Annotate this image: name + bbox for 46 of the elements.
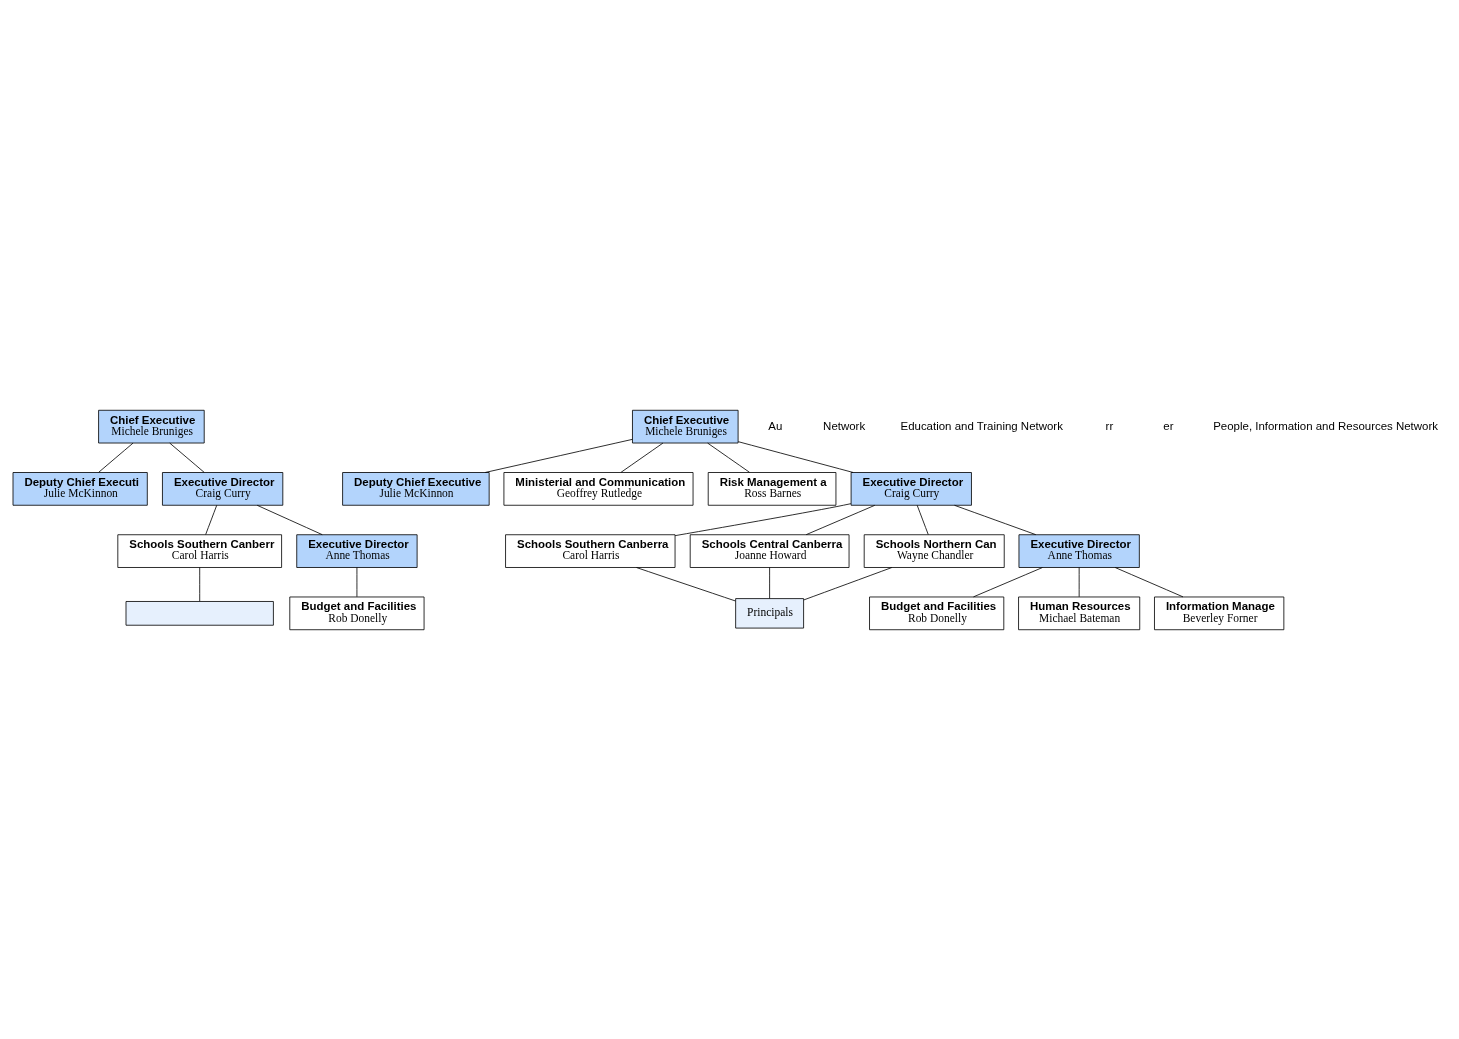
node-box: Executive Director Anne Thomas: [1018, 533, 1140, 568]
node-box: Budget and Facilities Rob Donelly: [289, 596, 425, 630]
connector: [169, 442, 205, 473]
node-box: Executive Director Craig Curry: [850, 471, 972, 506]
connector: [484, 438, 633, 473]
node-box: Schools Southern Canberra Carol Harris: [505, 533, 676, 568]
node-box: Human Resources Michael Bateman: [1018, 596, 1141, 630]
node-box: Schools Northern Can Wayne Chandler: [863, 533, 1005, 568]
connector: [707, 442, 750, 473]
node-box: Chief Executive Michele Bruniges: [98, 409, 205, 443]
node-box: Information Manage Beverley Forner: [1154, 596, 1285, 630]
connector: [256, 504, 323, 535]
connector: [805, 504, 876, 535]
label: er: [1163, 419, 1174, 432]
connector: [769, 566, 771, 599]
connector: [954, 504, 1037, 535]
label: Network: [823, 419, 866, 432]
connector: [737, 440, 854, 473]
connector: [973, 566, 1043, 597]
connector: [1114, 566, 1184, 597]
connector: [205, 504, 218, 535]
connector: [98, 442, 134, 473]
connector: [620, 442, 664, 473]
node-box: Executive Director Craig Curry: [162, 471, 284, 506]
connector: [803, 566, 893, 600]
node-box: Deputy Chief Executive Julie McKinnon: [342, 471, 490, 506]
node-box: Risk Management a Ross Barnes: [707, 471, 837, 506]
node-box: Principals: [735, 597, 804, 628]
connector: [636, 566, 736, 601]
node-box: Deputy Chief Executi Julie McKinnon: [12, 471, 148, 506]
node-box: Budget and Facilities Rob Donelly: [869, 596, 1005, 630]
connector: [916, 504, 929, 535]
label: People, Information and Resources Network: [1213, 419, 1438, 432]
connector: [1078, 566, 1080, 597]
node-box: Schools Southern Canberr Carol Harris: [117, 533, 282, 568]
label: rr: [1105, 419, 1114, 432]
connector: [674, 502, 852, 536]
label: Education and Training Network: [900, 419, 1063, 432]
connector: [356, 566, 358, 597]
connector: [199, 566, 201, 602]
node-box: Schools Central Canberra Joanne Howard: [689, 533, 850, 568]
label: Au: [768, 419, 783, 432]
node-box: Ministerial and Communication Geoffrey Rutledge: [503, 471, 694, 506]
node-box: Chief Executive Michele Bruniges: [632, 409, 739, 443]
node-box: Executive Director Anne Thomas: [296, 533, 418, 568]
node-box: [125, 600, 274, 626]
